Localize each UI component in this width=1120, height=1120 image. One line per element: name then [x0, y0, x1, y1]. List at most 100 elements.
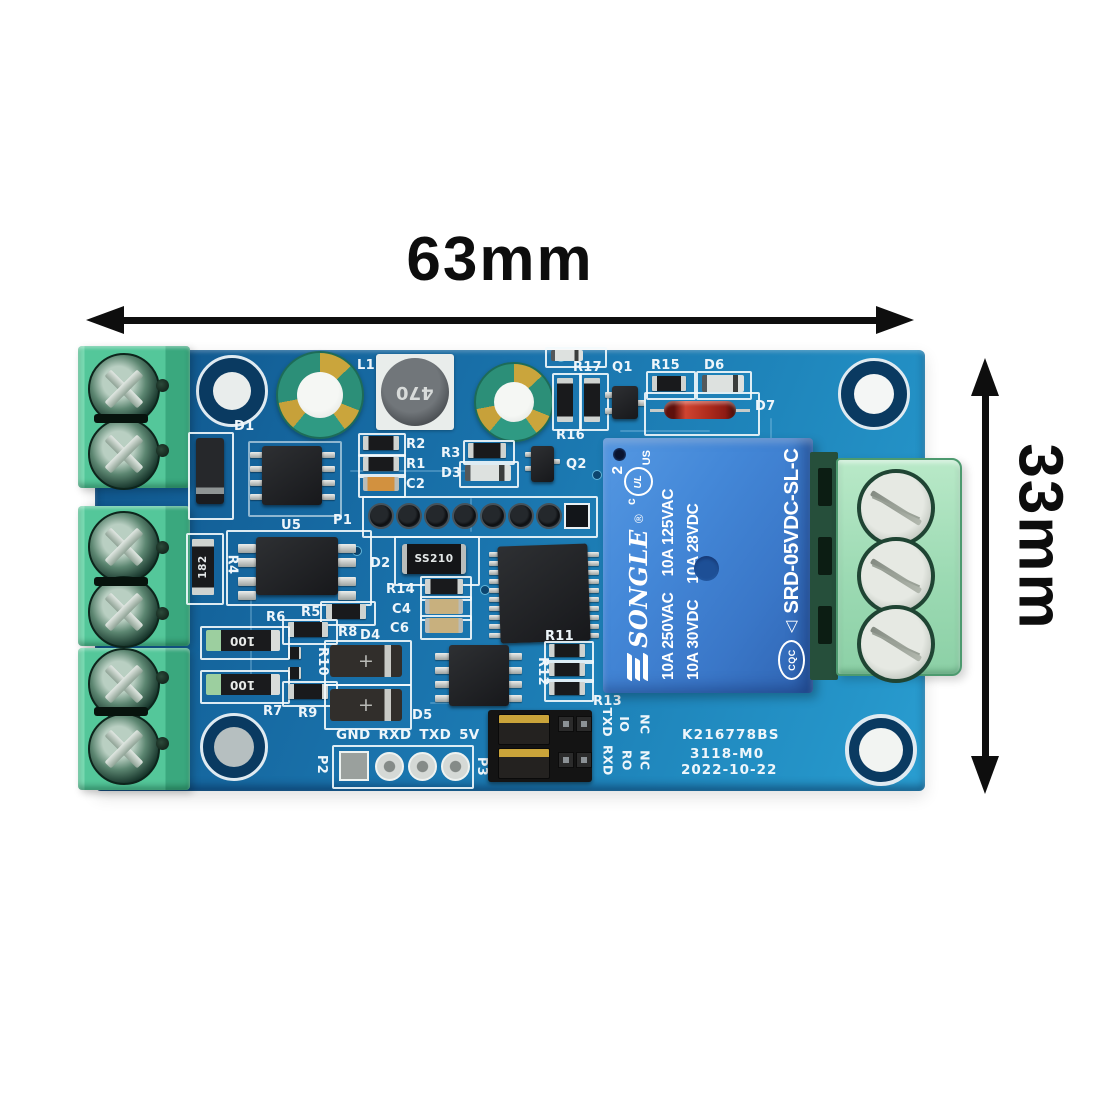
- ic-pin: [507, 653, 522, 660]
- smd-component: [551, 350, 583, 361]
- terminal-pin-dot: [156, 379, 169, 392]
- component-outline-d3: [459, 461, 519, 488]
- relay-pin-hole: [613, 448, 626, 461]
- diode-d1: [196, 438, 224, 504]
- io-header-labels: GND RXD TXD 5V: [336, 727, 480, 743]
- resistor-r7-body: 100: [206, 674, 280, 695]
- terminal-pin-dot: [156, 541, 169, 554]
- resistor-r4: 182: [192, 539, 214, 595]
- component-outline-d7: [644, 392, 760, 436]
- terminal-screw-icon[interactable]: [88, 576, 160, 648]
- resistor-r8: [288, 622, 328, 637]
- transistor-leg: [636, 400, 645, 406]
- ic-pin: [238, 591, 256, 600]
- p2-hole: [408, 752, 437, 781]
- electrolytic-capacitor-2: [474, 362, 554, 442]
- silkscreen-label-d1: D1: [234, 419, 255, 434]
- terminal-screw-icon[interactable]: [88, 353, 160, 425]
- ic-pin: [435, 695, 450, 702]
- ic-pin: [338, 558, 356, 567]
- p2-pad-square: [339, 751, 369, 781]
- jumper-cap[interactable]: [498, 748, 550, 779]
- resistor-value: 100: [230, 633, 256, 648]
- ic-pin: [238, 544, 256, 553]
- ul-logo: UL: [624, 467, 653, 497]
- silkscreen-label-c6: C6: [390, 621, 410, 636]
- terminal-screw-icon[interactable]: [88, 511, 160, 583]
- component-outline-c6: [420, 615, 472, 640]
- mounting-hole-top-right: [838, 358, 910, 430]
- optocoupler-u5: [256, 537, 338, 595]
- silkscreen-label-q1: Q1: [612, 360, 633, 375]
- diode-d7: [664, 401, 736, 419]
- relay-rating: 10A 125VAC: [660, 488, 677, 577]
- jumper-cap[interactable]: [498, 714, 550, 745]
- terminal-screw-icon[interactable]: [857, 605, 935, 683]
- transistor-leg: [552, 459, 560, 464]
- resistor: [549, 682, 585, 695]
- header-hole-square: [564, 503, 590, 529]
- terminal-screw-icon[interactable]: [88, 418, 160, 490]
- ic-pin: [250, 466, 263, 472]
- silkscreen-label-d7: D7: [755, 399, 776, 414]
- ic-pin: [489, 615, 501, 620]
- header-hole: [536, 503, 562, 529]
- ul-c: c: [624, 498, 638, 505]
- component-outline-r16: [579, 373, 609, 431]
- ic-pin: [587, 561, 599, 566]
- component-outline-d6: [696, 371, 752, 400]
- resistor-r5: [326, 604, 366, 619]
- jumper-label-rxd: RXD: [600, 744, 616, 776]
- jumper-pin[interactable]: [558, 752, 574, 768]
- header-hole: [368, 503, 394, 529]
- resistor-r3: [468, 443, 506, 458]
- jumper-pin[interactable]: [576, 716, 592, 732]
- ic-soic8-bottom: [449, 645, 509, 706]
- silkscreen-label-r8: R8: [338, 625, 358, 640]
- transistor-leg: [525, 466, 533, 471]
- ic-pin: [489, 579, 501, 584]
- ic-pin: [587, 570, 599, 575]
- mcu-ic: [497, 543, 591, 644]
- silkscreen-label-r1: R1: [406, 457, 426, 472]
- terminal-screw-icon[interactable]: [857, 469, 935, 547]
- arrow-shaft: [120, 317, 876, 324]
- silkscreen-label-r11: R11: [545, 629, 575, 644]
- registered-mark: ®: [632, 514, 646, 524]
- ic-pin: [489, 606, 501, 611]
- silkscreen-label-r16: R16: [556, 428, 586, 443]
- resistor-r16: [584, 378, 600, 422]
- jumper-pin[interactable]: [558, 716, 574, 732]
- jumper-pin[interactable]: [576, 752, 592, 768]
- silkscreen-label-u5: U5: [281, 518, 302, 533]
- relay-rating: 10A 30VDC: [685, 599, 702, 680]
- ic-pin: [587, 552, 599, 557]
- resistor-r17: [557, 378, 573, 422]
- p2-hole: [375, 752, 404, 781]
- inductor-value: 470: [396, 381, 434, 403]
- component-outline-r6: [200, 626, 290, 660]
- terminal-screw-icon[interactable]: [857, 537, 935, 615]
- tantalum-capacitor-d5: +: [330, 689, 402, 721]
- arrowhead-up-icon: [971, 358, 999, 396]
- wire-slot: [94, 414, 148, 423]
- transistor-q2: [531, 446, 554, 482]
- diode-d3: [465, 465, 511, 481]
- silkscreen-label-d3: D3: [441, 466, 462, 481]
- component-outline-r8: [282, 619, 338, 645]
- diode-d6: [702, 375, 744, 392]
- resistor-value: 182: [197, 555, 209, 579]
- resistor-r6-body: 100: [206, 630, 280, 651]
- ic-pin: [587, 597, 599, 602]
- header-hole: [480, 503, 506, 529]
- silkscreen-label-r2: R2: [406, 437, 426, 452]
- trace: [620, 430, 710, 432]
- p2-header-outline: [332, 745, 474, 789]
- component-outline: [544, 679, 594, 702]
- wire-slot: [94, 707, 148, 716]
- component-outline-d5: [324, 684, 412, 730]
- terminal-screw-icon[interactable]: [88, 713, 160, 785]
- resistor-r1: [363, 457, 399, 471]
- relay-center-hole: [694, 556, 719, 581]
- ic-pin: [507, 681, 522, 688]
